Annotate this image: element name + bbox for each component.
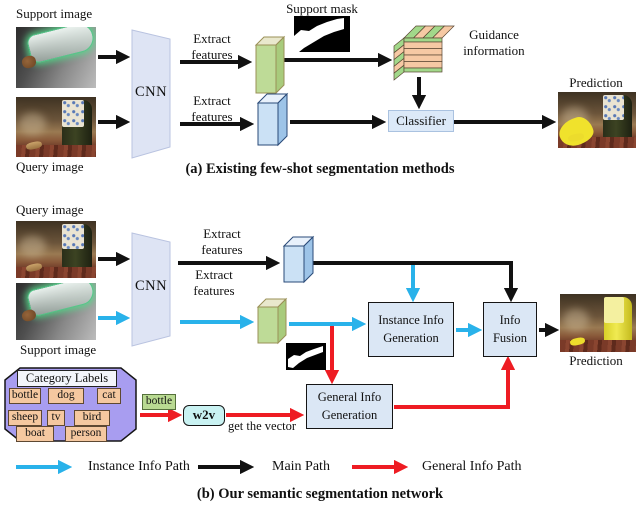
category-labels-panel: Category Labels bottle dog cat sheep tv … [4,367,137,442]
glass-bottle-shape [25,283,96,318]
legend-general-label: General Info Path [422,459,522,474]
main-path-to-fusion [313,261,519,303]
query-photo-b [16,221,96,278]
guidance-cube [393,25,455,81]
label-chip-cat: cat [97,388,121,404]
extract-features-bottom-a: Extract features [191,93,233,125]
support-image-label-a: Support image [16,6,93,21]
cork-shape [20,54,37,70]
bottle-label-shape [603,94,625,120]
cnn-label-b: CNN [134,278,168,294]
w2v-box: w2v [183,405,225,426]
label-chip-person: person [65,426,107,442]
guidance-info-label: Guidance information [463,27,525,59]
bottle-label-shape [604,296,625,323]
label-chip-boat: boat [16,426,54,442]
legend-instance-label: Instance Info Path [88,459,190,474]
table-surface [558,136,636,148]
selected-label-chip: bottle [142,394,176,410]
support-mask-b [286,343,326,370]
prediction-photo-a [558,92,636,148]
panel-a-arrows [98,49,557,132]
cnn-trapezoid-b [131,232,171,347]
caption-panel-b: (b) Our semantic segmentation network [196,486,444,502]
label-chip-dog: dog [48,388,84,404]
general-info-generation-box: General Info Generation [306,384,393,429]
dark-bottle-shape [62,223,92,270]
mask-blob-a [294,18,344,52]
prediction-photo-b [560,294,636,352]
bottle-label-shape [62,100,84,127]
dark-bottle-shape [603,94,633,140]
extract-features-top-a: Extract features [191,31,233,63]
background-glow [563,309,589,332]
get-vector-label: get the vector [228,419,297,433]
caption-panel-a: (a) Existing few-shot segmentation metho… [185,161,455,177]
table-surface [560,340,636,352]
support-photo-b [16,283,96,340]
label-chip-tv: tv [47,410,65,426]
cnn-label-a: CNN [134,84,168,100]
dark-bottle-shape [62,100,92,148]
classifier-box: Classifier [388,110,454,132]
support-feature-block-a [254,35,286,95]
cork-shape [20,308,37,323]
support-mask-label: Support mask [286,1,358,16]
query-image-label-a: Query image [16,159,84,174]
prediction-label-b: Prediction [569,353,623,368]
bottle-label-shape [62,223,84,250]
label-chip-bottle: bottle [9,388,41,404]
background-glow [19,112,47,136]
support-feature-block-b [256,297,288,345]
support-photo-a [16,27,96,88]
highlighted-bottle-shape [604,296,633,344]
label-chip-sheep: sheep [8,410,42,426]
query-image-label-b: Query image [16,202,84,217]
extract-features-top-b: Extract features [201,226,243,258]
cnn-trapezoid-a [131,29,171,159]
prediction-label-a: Prediction [569,75,623,90]
instance-info-generation-box: Instance Info Generation [368,302,454,357]
glass-bottle-shape [25,27,96,64]
panel-b-arrows [98,251,560,423]
background-glow [19,235,47,258]
info-fusion-box: Info Fusion [483,302,537,357]
query-photo-a [16,97,96,157]
label-chip-bird: bird [74,410,110,426]
table-surface [16,266,96,278]
support-image-label-b: Support image [20,342,97,357]
category-labels-title: Category Labels [17,370,117,387]
legend-main-label: Main Path [272,459,330,474]
query-feature-block-b [282,235,315,284]
query-feature-block-a [256,92,289,147]
support-mask-a [294,16,350,52]
extract-features-bottom-b: Extract features [193,267,235,299]
mask-blob-b [288,346,323,368]
general-path-to-fusion [394,355,516,409]
